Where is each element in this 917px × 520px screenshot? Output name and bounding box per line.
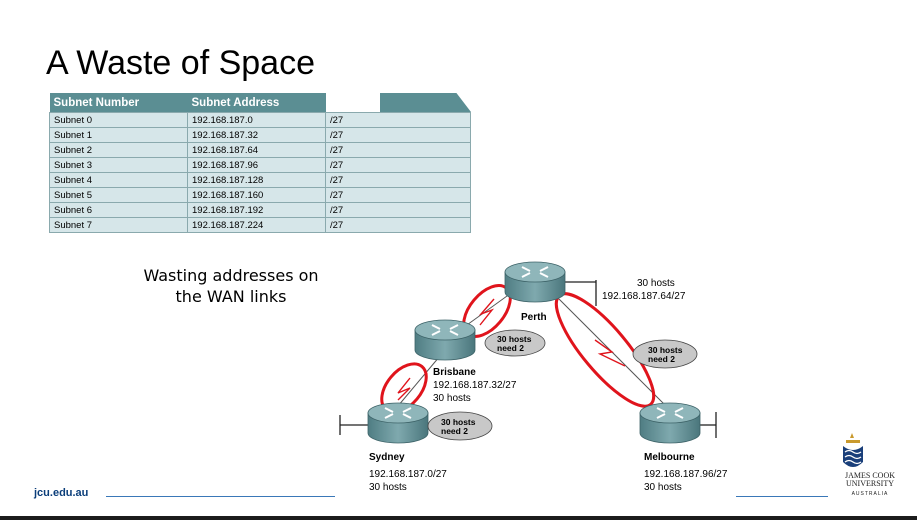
melbourne-hosts: 30 hosts [644,482,682,493]
jcu-logo-icon [843,433,863,467]
subnet-address-cell: 192.168.187.160 [187,187,326,203]
perth-subnet: 192.168.187.64/27 [602,291,686,302]
brisbane-info: Brisbane 192.168.187.32/27 30 hosts [433,366,516,405]
footer-divider [106,496,335,497]
column-header-subnet-number: Subnet Number [49,93,188,113]
sydney-info: Sydney 192.168.187.0/27 30 hosts [369,451,447,494]
perth-label: Perth [521,312,547,323]
table-header-tab [380,93,471,112]
subnet-mask-cell: /27 [325,112,471,128]
wan-note-perth-melbourne: 30 hosts need 2 [648,345,683,364]
subnet-mask-cell: /27 [325,202,471,218]
column-header-subnet-address: Subnet Address [187,93,326,113]
sydney-subnet: 192.168.187.0/27 [369,469,447,480]
caption-line-1: Wasting addresses on [143,266,319,285]
caption-line-2: the WAN links [175,287,287,306]
subnet-address-cell: 192.168.187.0 [187,112,326,128]
subnet-number-cell: Subnet 6 [49,202,188,218]
wan-note-bubble [427,411,493,441]
melbourne-subnet: 192.168.187.96/27 [644,469,728,480]
subnet-number-cell: Subnet 7 [49,217,188,233]
subnet-number-cell: Subnet 2 [49,142,188,158]
sydney-lan-stub [339,415,368,435]
melbourne-info: Melbourne 192.168.187.96/27 30 hosts [644,451,727,494]
sydney-hosts: 30 hosts [369,482,407,493]
wan-note-sydney-brisbane: 30 hosts need 2 [441,417,476,436]
caption: Wasting addresses on the WAN links [136,265,326,307]
router-icon-perth [504,261,566,303]
perth-lan-stub [565,280,597,306]
melbourne-lan-stub [700,412,717,438]
page-title: A Waste of Space [46,44,315,82]
subnet-mask-cell: /27 [325,187,471,203]
link-perth-melbourne [544,284,666,406]
router-icon-melbourne [639,402,701,444]
table-header-row: Subnet Number Subnet Address [49,93,471,113]
wan-note-bubble [484,329,546,357]
subnet-number-cell: Subnet 3 [49,157,188,173]
subnet-address-cell: 192.168.187.64 [187,142,326,158]
university-logo: JAMES COOK UNIVERSITY AUSTRALIA [844,471,895,498]
perth-lan-info: 30 hosts [637,277,675,290]
serial-link-icon [478,298,495,326]
footer-url[interactable]: jcu.edu.au [34,487,89,499]
sydney-label: Sydney [369,452,405,463]
router-icon-sydney [367,402,429,444]
subnet-address-cell: 192.168.187.128 [187,172,326,188]
brisbane-subnet: 192.168.187.32/27 [433,380,517,391]
serial-link-icon [594,339,626,367]
melbourne-label: Melbourne [644,452,695,463]
wan-note-bubble [632,339,698,369]
subnet-number-cell: Subnet 4 [49,172,188,188]
subnet-address-cell: 192.168.187.32 [187,127,326,143]
wan-note-brisbane-perth: 30 hosts need 2 [497,334,532,353]
brisbane-hosts: 30 hosts [433,393,471,404]
serial-link-icon [397,377,411,401]
bottom-bar [0,516,917,520]
footer-divider [736,496,828,497]
perth-hosts: 30 hosts [637,278,675,289]
subnet-mask-cell: /27 [325,217,471,233]
brisbane-label: Brisbane [433,367,476,378]
router-icon-brisbane [414,319,476,361]
